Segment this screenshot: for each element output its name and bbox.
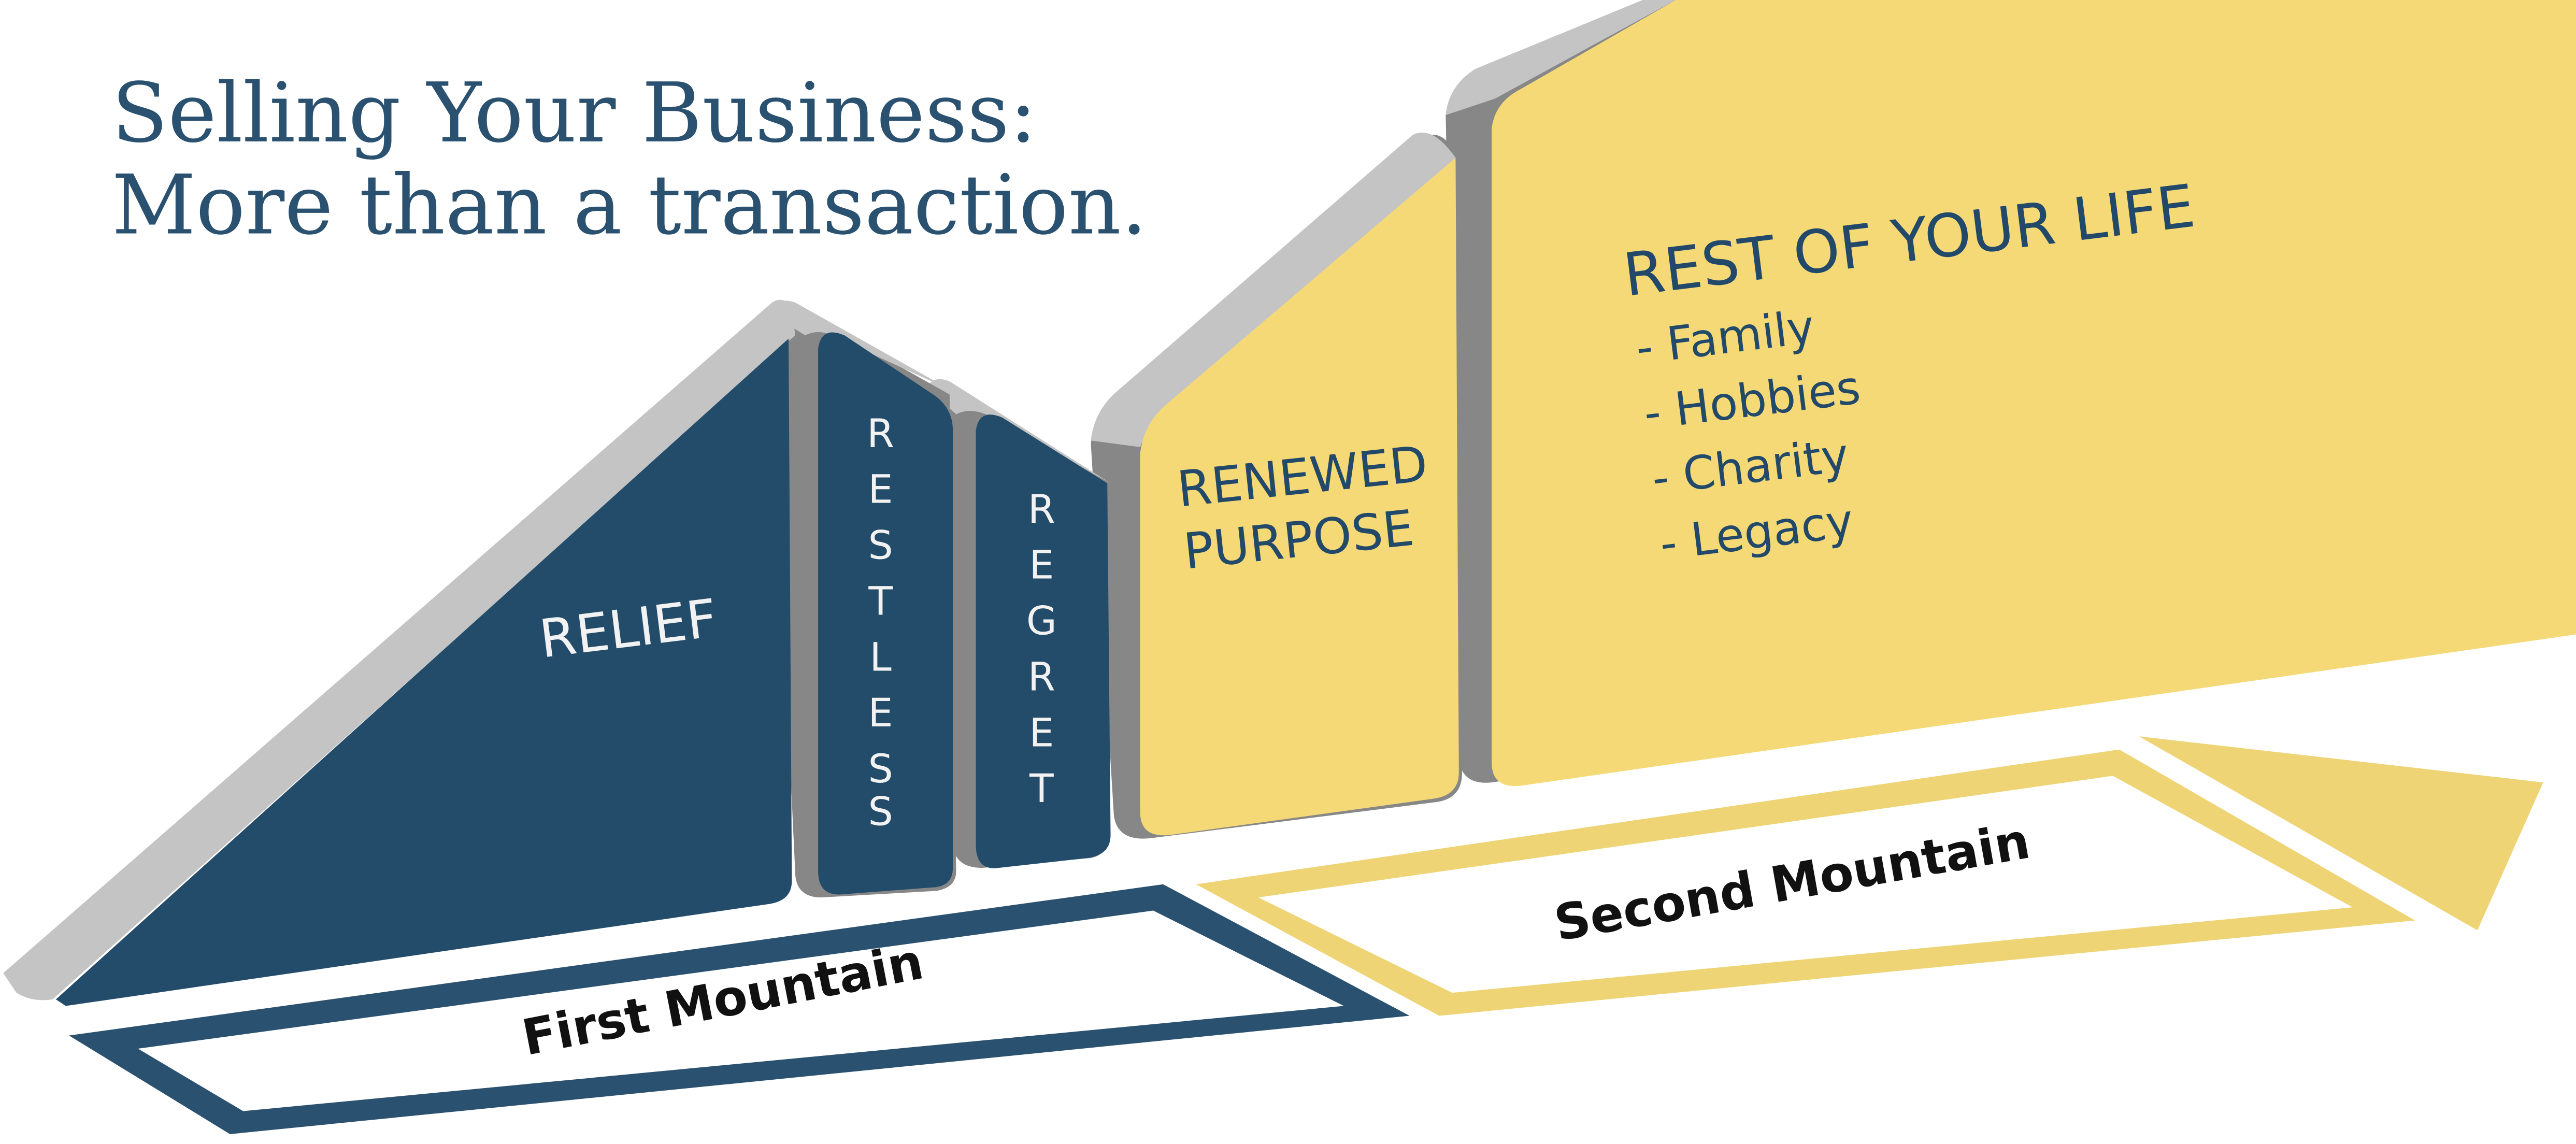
second-mountain-inner: [1258, 776, 2353, 993]
second-mountain-base: Second Mountain: [1196, 749, 2415, 1016]
panel-relief: RELIEF: [3, 299, 795, 1006]
restless-letter: S: [868, 789, 893, 835]
restless-letter: T: [868, 578, 893, 624]
panel-face: [55, 338, 792, 1006]
restless-label: R E S T L E S S: [867, 410, 894, 835]
first-mountain-inner: [138, 910, 1344, 1111]
restless-letter: E: [868, 690, 893, 736]
panel-rest-of-your-life: REST OF YOUR LIFE - Family - Hobbies - C…: [1446, 0, 2576, 786]
panel-renewed-purpose: RENEWED PURPOSE: [1091, 132, 1463, 839]
panel-bevel-top: [1091, 132, 1456, 447]
panel-face: [1140, 158, 1459, 836]
arrow-head: [2139, 736, 2543, 931]
restless-letter: R: [867, 410, 894, 456]
title-line-2: More than a transaction.: [112, 158, 1148, 253]
regret-letter: E: [1029, 542, 1054, 588]
panel-face: [1492, 0, 2576, 786]
regret-label: R E G R E T: [1026, 486, 1057, 811]
panel-face: [976, 414, 1111, 868]
regret-letter: R: [1028, 486, 1055, 532]
regret-letter: E: [1029, 709, 1054, 755]
regret-letter: T: [1029, 765, 1054, 811]
restless-letter: L: [869, 634, 891, 680]
title-line-1: Selling Your Business:: [112, 66, 1037, 161]
restless-letter: S: [868, 746, 893, 792]
panel-bevel-top: [3, 299, 795, 1000]
panel-bevel-top: [768, 301, 953, 392]
restless-letter: E: [868, 466, 893, 512]
restless-letter: S: [868, 522, 893, 568]
panel-restless: R E S T L E S S: [768, 301, 956, 898]
regret-letter: R: [1028, 653, 1055, 699]
panel-regret: R E G R E T: [926, 379, 1111, 868]
regret-letter: G: [1026, 598, 1057, 644]
panel-bevel-top: [1446, 0, 1676, 116]
first-mountain-base: First Mountain: [69, 884, 1410, 1134]
panel-face: [818, 332, 953, 895]
